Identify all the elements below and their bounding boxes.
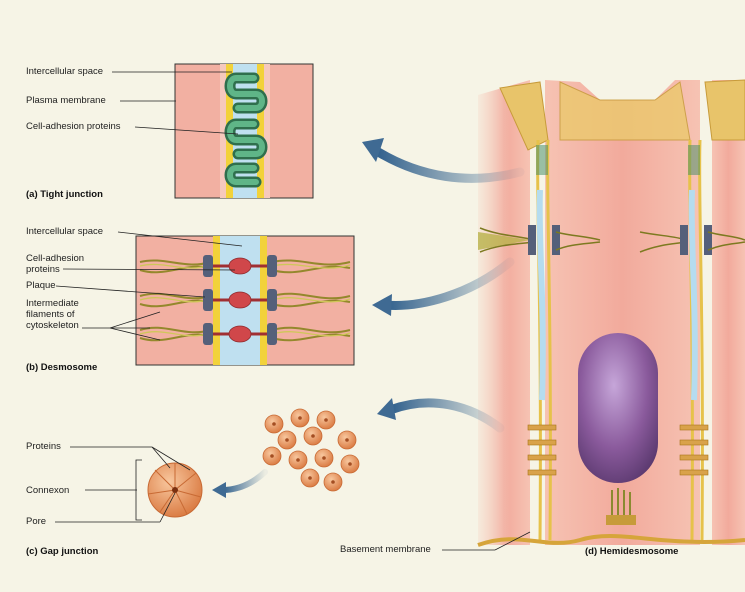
hemidesmosome-caption: (d) Hemidesmosome [585, 546, 678, 557]
epithelium-illustration [470, 75, 745, 555]
arrow-to-connexon-head [212, 482, 226, 498]
gap-proteins-label: Proteins [26, 441, 61, 452]
desmosome-plaque-label: Plaque [26, 280, 56, 291]
tight-plasma-membrane-label: Plasma membrane [26, 95, 106, 106]
desmosome-intercellular-label: Intercellular space [26, 226, 103, 237]
desmosome-caption: (b) Desmosome [26, 362, 97, 373]
gap-pore-label: Pore [26, 516, 46, 527]
desmosome-adhesion-label: Cell-adhesion proteins [26, 253, 84, 275]
nucleus [578, 333, 658, 483]
basement-membrane-label: Basement membrane [340, 544, 431, 555]
arrow-to-gap-head [377, 398, 396, 420]
tight-intercellular-label: Intercellular space [26, 66, 103, 77]
desmosome-panel [136, 236, 354, 365]
gap-junction-caption: (c) Gap junction [26, 546, 98, 557]
tight-junction-caption: (a) Tight junction [26, 189, 103, 200]
arrow-to-connexon [222, 472, 265, 490]
tight-adhesion-label: Cell-adhesion proteins [26, 121, 121, 132]
desmosome-filaments-label: Intermediate filaments of cytoskeleton [26, 298, 79, 331]
connexon-detail [148, 463, 202, 517]
connexon-cluster [263, 409, 359, 491]
gap-connexon-label: Connexon [26, 485, 69, 496]
arrow-to-desmosome-head [372, 294, 392, 316]
